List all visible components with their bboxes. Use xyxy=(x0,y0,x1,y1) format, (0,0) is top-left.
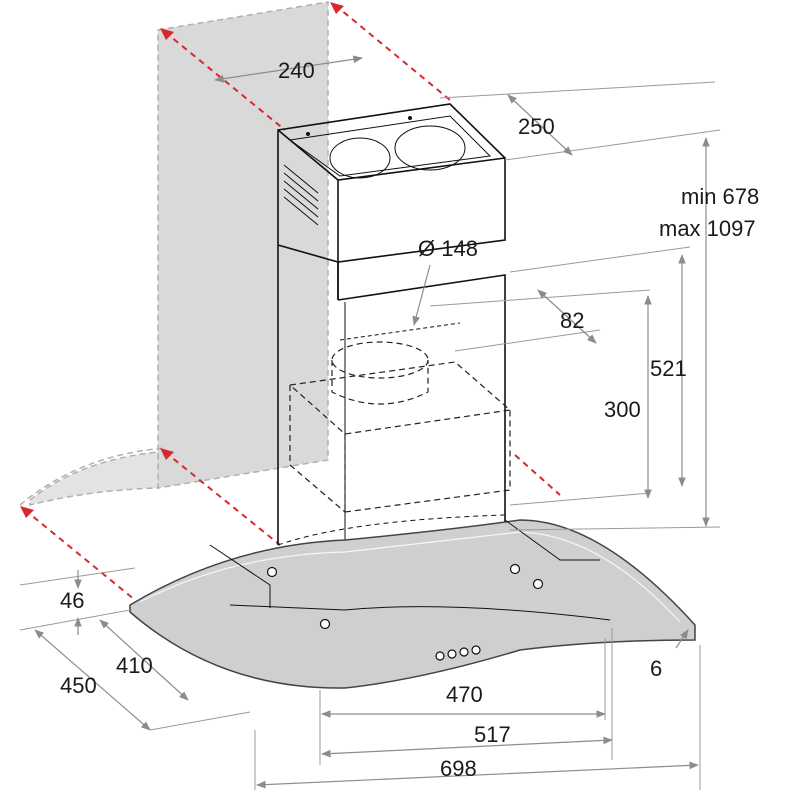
glass-canopy xyxy=(129,514,696,689)
label-glass-rise: 46 xyxy=(60,588,84,613)
lower-chimney xyxy=(277,245,512,608)
label-duct-diameter: Ø 148 xyxy=(418,236,478,261)
wall-panel xyxy=(19,1,329,506)
label-mount-height: 300 xyxy=(604,397,641,422)
dimension-lines xyxy=(19,55,721,790)
upper-chimney xyxy=(277,103,506,263)
label-inner-depth: 410 xyxy=(116,653,153,678)
label-chimney-width: 240 xyxy=(278,58,315,83)
control-knobs-icon xyxy=(435,645,481,661)
label-glass-thickness: 6 xyxy=(650,656,662,681)
label-height-max: max 1097 xyxy=(659,216,756,241)
vent-slots-icon xyxy=(283,164,319,226)
label-body-width: 470 xyxy=(446,682,483,707)
label-total-width: 698 xyxy=(440,756,477,781)
label-canopy-chimney-height: 521 xyxy=(650,356,687,381)
label-height-min: min 678 xyxy=(681,184,759,209)
label-outlet-offset: 82 xyxy=(560,308,584,333)
label-glass-inner-width: 517 xyxy=(474,722,511,747)
label-total-depth: 450 xyxy=(60,673,97,698)
label-chimney-depth: 250 xyxy=(518,114,555,139)
dimension-labels: 240 250 min 678 max 1097 Ø 148 82 521 30… xyxy=(60,58,759,781)
